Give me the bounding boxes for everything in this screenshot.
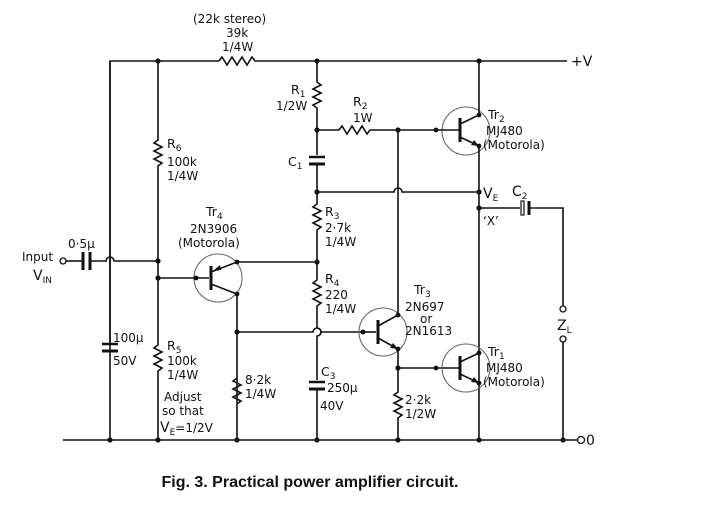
bias-capacitor-voltage: 50V [113,354,137,368]
transistor-tr3 [358,130,408,368]
r6-value: 100k [167,155,197,169]
tr3-base-wire [234,327,366,335]
tr4-part: 2N3906 [190,222,237,236]
resistor-r2 [317,124,401,136]
c2-label: C2 [512,184,528,202]
r2-label: R2 [353,94,367,112]
ground-rail [63,435,586,445]
figure-caption: Fig. 3. Practical power amplifier circui… [161,474,459,491]
bias-decoupling-capacitor [102,61,118,353]
c3-voltage: 40V [320,399,344,413]
tr3-label: Tr3 [413,282,431,300]
r5-value: 100k [167,354,197,368]
feedback-resistor-39k [218,55,259,67]
capacitor-c2 [479,200,564,306]
r2k2-value: 2·2k [405,393,431,407]
resistor-r6 [152,61,164,264]
capacitor-c1 [309,130,325,195]
ve-label: VE [483,186,499,204]
tr1-part: MJ480 [486,361,523,375]
load-terminals [559,305,567,440]
supply-positive-label: +V [571,54,593,70]
r3-value: 2·7k [325,221,351,235]
resistor-8k2 [231,377,243,405]
resistor-r5 [152,261,164,440]
output-node [476,192,482,440]
tr4-maker: (Motorola) [178,236,240,250]
tr2-maker: (Motorola) [483,138,545,152]
r3-power: 1/4W [325,235,356,249]
r8k2-power: 1/4W [245,387,276,401]
capacitor-c3 [309,380,325,440]
tr3-alt-part: 2N1613 [405,324,452,338]
node-x-label: ‘X’ [483,214,499,228]
r1-label: R1 [291,82,305,100]
transistor-tr2 [398,61,491,192]
transistor-tr1 [441,343,491,393]
tr1-maker: (Motorola) [483,375,545,389]
feedback-resistor-power: 1/4W [222,40,253,54]
input-coupling-capacitor [66,252,158,270]
tr1-base-wire [395,365,459,371]
bias-capacitor-value: 100μ [113,331,144,345]
r2k2-power: 1/2W [405,407,436,421]
r4-label: R4 [325,271,340,289]
r3-label: R3 [325,204,339,222]
tr2-label: Tr2 [487,107,505,125]
power-amplifier-schematic: +V (22k stereo) 39k 1/4W 0 Input VIN 0·5… [22,12,595,449]
r4-power: 1/4W [325,302,356,316]
r5-label: R5 [167,338,181,356]
resistor-r1 [311,61,323,133]
adjust-note-line2: so that [162,404,204,418]
feedback-resistor-note: (22k stereo) [193,12,266,26]
resistor-2k2 [392,368,404,440]
input-label: Input [22,250,53,264]
r2-power: 1W [353,111,373,125]
c3-label: C3 [321,364,335,382]
resistor-r4 [311,262,323,380]
tr2-part: MJ480 [486,124,523,138]
input-terminal [59,257,67,265]
c3-value: 250μ [327,381,358,395]
adjust-note-line1: Adjust [164,390,202,404]
adjust-note-line3: VE=1/2V [160,420,214,438]
tr3-alt-word: or [420,312,432,326]
r5-power: 1/4W [167,368,198,382]
ve-bus-wire [317,187,482,195]
feedback-resistor-value: 39k [226,26,248,40]
transistor-tr4 [158,253,317,440]
input-capacitor-value: 0·5μ [68,237,95,251]
input-vin-symbol: VIN [33,268,52,286]
c1-label: C1 [288,154,302,172]
r6-label: R6 [167,136,182,154]
r6-power: 1/4W [167,169,198,183]
resistor-r3 [311,192,323,265]
load-label: ZL [557,318,572,336]
r1-power: 1/2W [276,99,307,113]
tr4-label: Tr4 [205,204,223,222]
tr1-label: Tr1 [487,344,505,362]
tr3-part: 2N697 [405,300,445,314]
r4-value: 220 [325,288,348,302]
ground-label: 0 [586,433,595,449]
r8k2-value: 8·2k [245,373,271,387]
